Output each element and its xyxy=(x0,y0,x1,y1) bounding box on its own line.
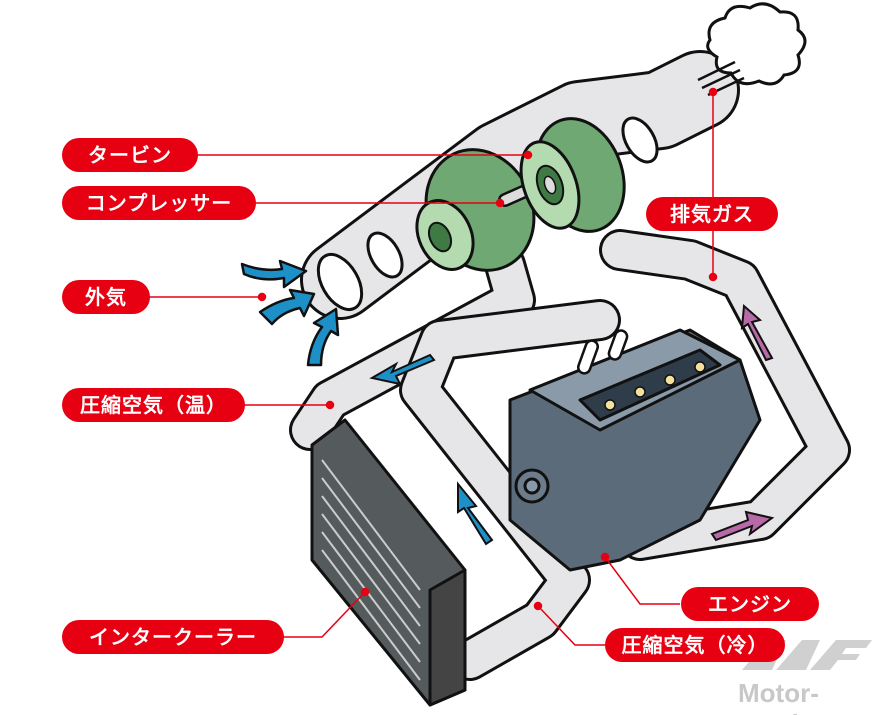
warm-air-flow-arrow-icon xyxy=(369,353,436,386)
compressor-inlet-ring xyxy=(366,231,404,279)
label-compressor: コンプレッサー xyxy=(62,186,256,220)
label-intercooler: インタークーラー xyxy=(62,620,284,654)
compressor-wheel xyxy=(415,148,536,272)
exhaust-flow-arrow-icon xyxy=(710,510,775,542)
label-exhaust-gas: 排気ガス xyxy=(646,197,778,231)
turbine-outlet-ring xyxy=(621,116,659,164)
label-turbine: タービン xyxy=(62,138,198,172)
intake-arrow-icon xyxy=(258,288,316,326)
intake-opening xyxy=(316,253,364,311)
label-outside-air: 外気 xyxy=(62,280,150,314)
cool-air-flow-arrow-icon xyxy=(457,481,494,546)
turbine-wheel xyxy=(519,117,626,233)
intake-runners xyxy=(576,329,629,375)
intake-arrow-icon xyxy=(240,259,308,289)
exhaust-cloud-icon xyxy=(697,2,807,97)
exhaust-flow-arrow-icon xyxy=(740,303,774,362)
label-compressed-air-warm: 圧縮空気（温） xyxy=(62,388,245,422)
intake-arrows xyxy=(240,259,340,367)
label-compressed-air-cool: 圧縮空気（冷） xyxy=(605,628,785,662)
watermark-text: Motor-Fan.jp xyxy=(738,678,819,715)
label-engine: エンジン xyxy=(681,587,819,621)
intercooler xyxy=(310,418,467,707)
intake-arrow-icon xyxy=(306,307,340,367)
leader-lines xyxy=(148,87,718,646)
engine-block xyxy=(508,328,762,572)
